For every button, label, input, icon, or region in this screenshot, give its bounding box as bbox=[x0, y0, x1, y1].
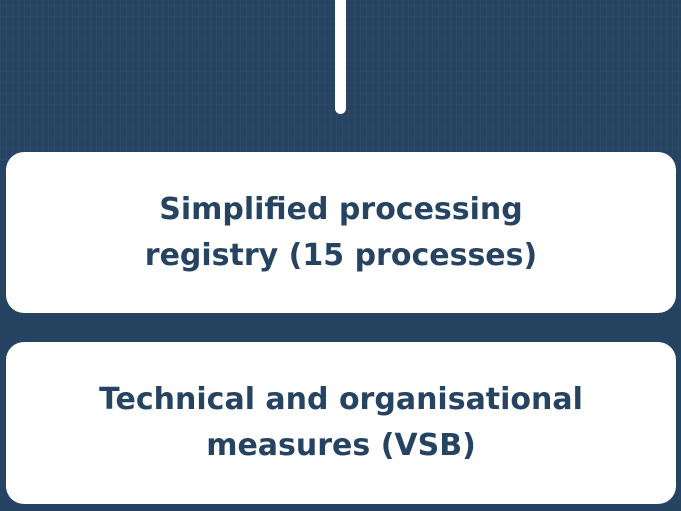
box-label-line: registry (15 processes) bbox=[144, 237, 538, 273]
connector-line bbox=[335, 0, 346, 114]
box-label-line: Simplified processing bbox=[159, 191, 523, 227]
process-box-measures: Technical and organisational measures (V… bbox=[6, 342, 676, 504]
box-label-line: Technical and organisational bbox=[99, 382, 583, 417]
box-label-line: measures (VSB) bbox=[206, 428, 476, 463]
process-box-registry: Simplified processing registry (15 proce… bbox=[6, 152, 676, 313]
